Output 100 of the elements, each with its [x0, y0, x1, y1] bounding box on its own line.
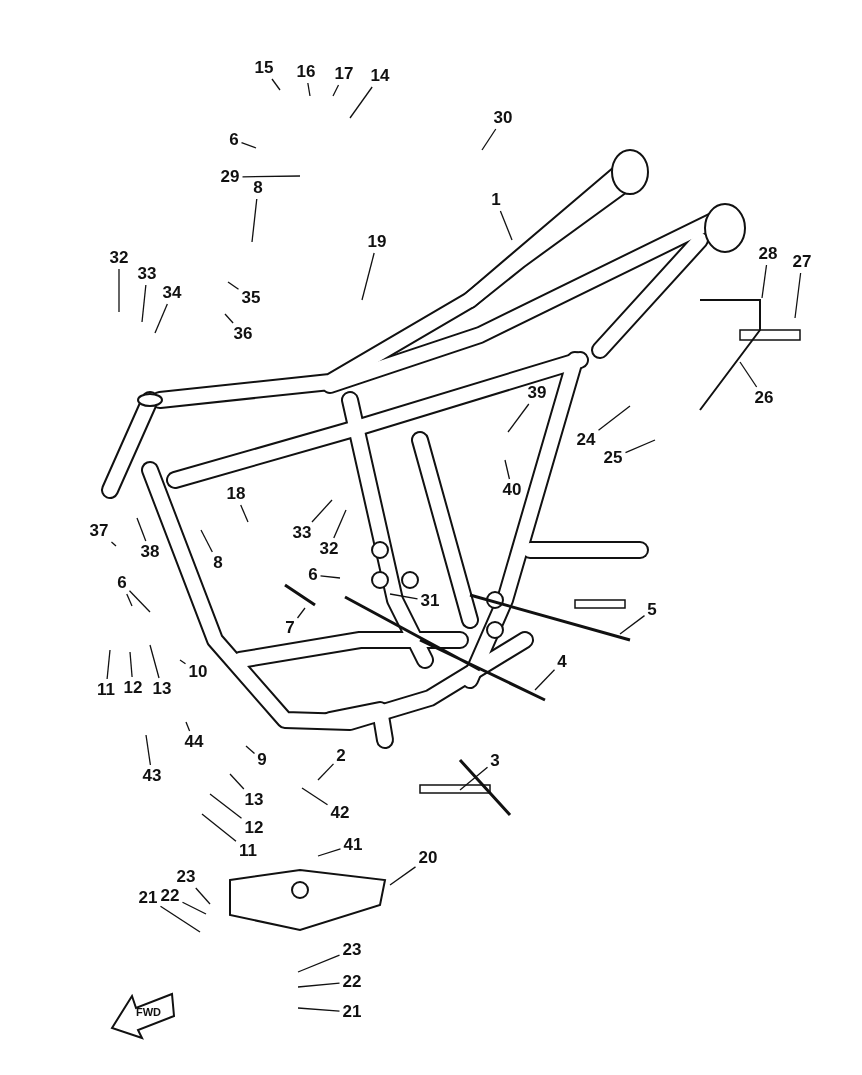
callout-number: 21: [340, 1002, 364, 1022]
leader-line: [185, 721, 191, 732]
callout-number: 29: [218, 167, 242, 187]
callout-number: 13: [242, 790, 266, 810]
direction-label: FWD: [136, 1006, 162, 1018]
leader-line: [245, 745, 256, 755]
leader-line: [481, 128, 497, 151]
callout-number: 32: [317, 539, 341, 559]
leader-line: [118, 268, 120, 313]
callout-number: 13: [150, 679, 174, 699]
leader-line: [200, 529, 213, 553]
leader-line: [229, 773, 245, 790]
leader-line: [761, 264, 768, 299]
callout-number: 39: [525, 383, 549, 403]
callout-number: 11: [95, 680, 117, 700]
leader-line: [126, 593, 133, 607]
leader-line: [619, 615, 646, 635]
leader-line: [128, 590, 151, 613]
callout-number: 36: [231, 324, 255, 344]
callout-number: 6: [115, 573, 129, 593]
leader-line: [110, 541, 117, 547]
callout-number: 8: [251, 178, 265, 198]
leader-line: [181, 901, 207, 915]
leader-line: [159, 905, 201, 933]
callout-number: 8: [211, 553, 225, 573]
callout-number: 6: [227, 130, 241, 150]
leader-line: [597, 405, 631, 431]
leader-line: [507, 403, 530, 433]
callout-number: 18: [224, 484, 248, 504]
callout-number: 9: [255, 750, 269, 770]
callout-number: 34: [160, 283, 184, 303]
leader-line: [240, 142, 257, 149]
callout-number: 12: [242, 818, 266, 838]
callout-number: 23: [174, 867, 198, 887]
callout-number: 20: [416, 848, 440, 868]
callout-number: 42: [328, 803, 352, 823]
callout-number: 10: [186, 662, 210, 682]
leader-line: [271, 78, 281, 91]
callout-number: 31: [418, 591, 442, 611]
leader-line: [349, 86, 373, 119]
callout-number: 25: [601, 448, 625, 468]
callout-number: 23: [340, 940, 364, 960]
leader-line: [534, 669, 556, 691]
leader-line: [499, 210, 513, 241]
leader-line: [307, 82, 311, 97]
callout-number: 38: [138, 542, 162, 562]
leader-line: [739, 361, 758, 388]
callout-number: 22: [158, 886, 182, 906]
callout-number: 37: [87, 521, 111, 541]
callout-number: 26: [752, 388, 776, 408]
callout-number: 32: [107, 248, 131, 268]
callout-number: 19: [365, 232, 389, 252]
callout-number: 2: [334, 746, 348, 766]
callout-number: 43: [140, 766, 164, 786]
leader-line: [141, 284, 147, 323]
leader-line: [317, 848, 342, 857]
leader-line: [106, 649, 111, 680]
leader-line: [149, 644, 160, 679]
leader-line: [317, 763, 335, 781]
callout-number: 12: [121, 678, 145, 698]
callout-number: 33: [135, 264, 159, 284]
leader-line: [201, 813, 237, 842]
leader-line: [241, 175, 301, 178]
leader-line: [389, 866, 417, 886]
callout-number: 33: [290, 523, 314, 543]
callout-number: 41: [341, 835, 365, 855]
leader-line: [154, 303, 168, 334]
leader-line: [179, 659, 187, 665]
leader-line: [227, 281, 240, 290]
leader-line: [624, 439, 656, 454]
callout-number: 28: [756, 244, 780, 264]
callout-number: 14: [368, 66, 392, 86]
callout-number: 21: [136, 888, 160, 908]
leader-line: [240, 504, 249, 523]
callout-number: 30: [491, 108, 515, 128]
leader-line: [459, 766, 489, 791]
leader-line: [332, 84, 340, 97]
leader-line: [504, 459, 511, 480]
leader-line: [251, 198, 258, 243]
leader-line: [129, 651, 133, 678]
leader-line: [389, 593, 419, 600]
callout-number: 3: [488, 751, 502, 771]
callout-number: 7: [283, 618, 297, 638]
callout-number: 16: [294, 62, 318, 82]
leader-line: [794, 272, 802, 319]
leader-line: [333, 509, 347, 539]
leader-line: [136, 517, 147, 542]
callout-number: 44: [182, 732, 206, 752]
callout-number: 24: [574, 430, 598, 450]
callout-number: 17: [332, 64, 356, 84]
leader-line: [297, 954, 341, 973]
callout-number: 27: [790, 252, 814, 272]
callout-number: 35: [239, 288, 263, 308]
leader-line: [209, 793, 243, 819]
leader-line: [297, 1007, 341, 1012]
callout-number: 6: [306, 565, 320, 585]
leader-line: [296, 607, 306, 619]
leader-line: [297, 982, 341, 988]
callout-number: 11: [237, 841, 259, 861]
leader-line: [311, 499, 333, 523]
